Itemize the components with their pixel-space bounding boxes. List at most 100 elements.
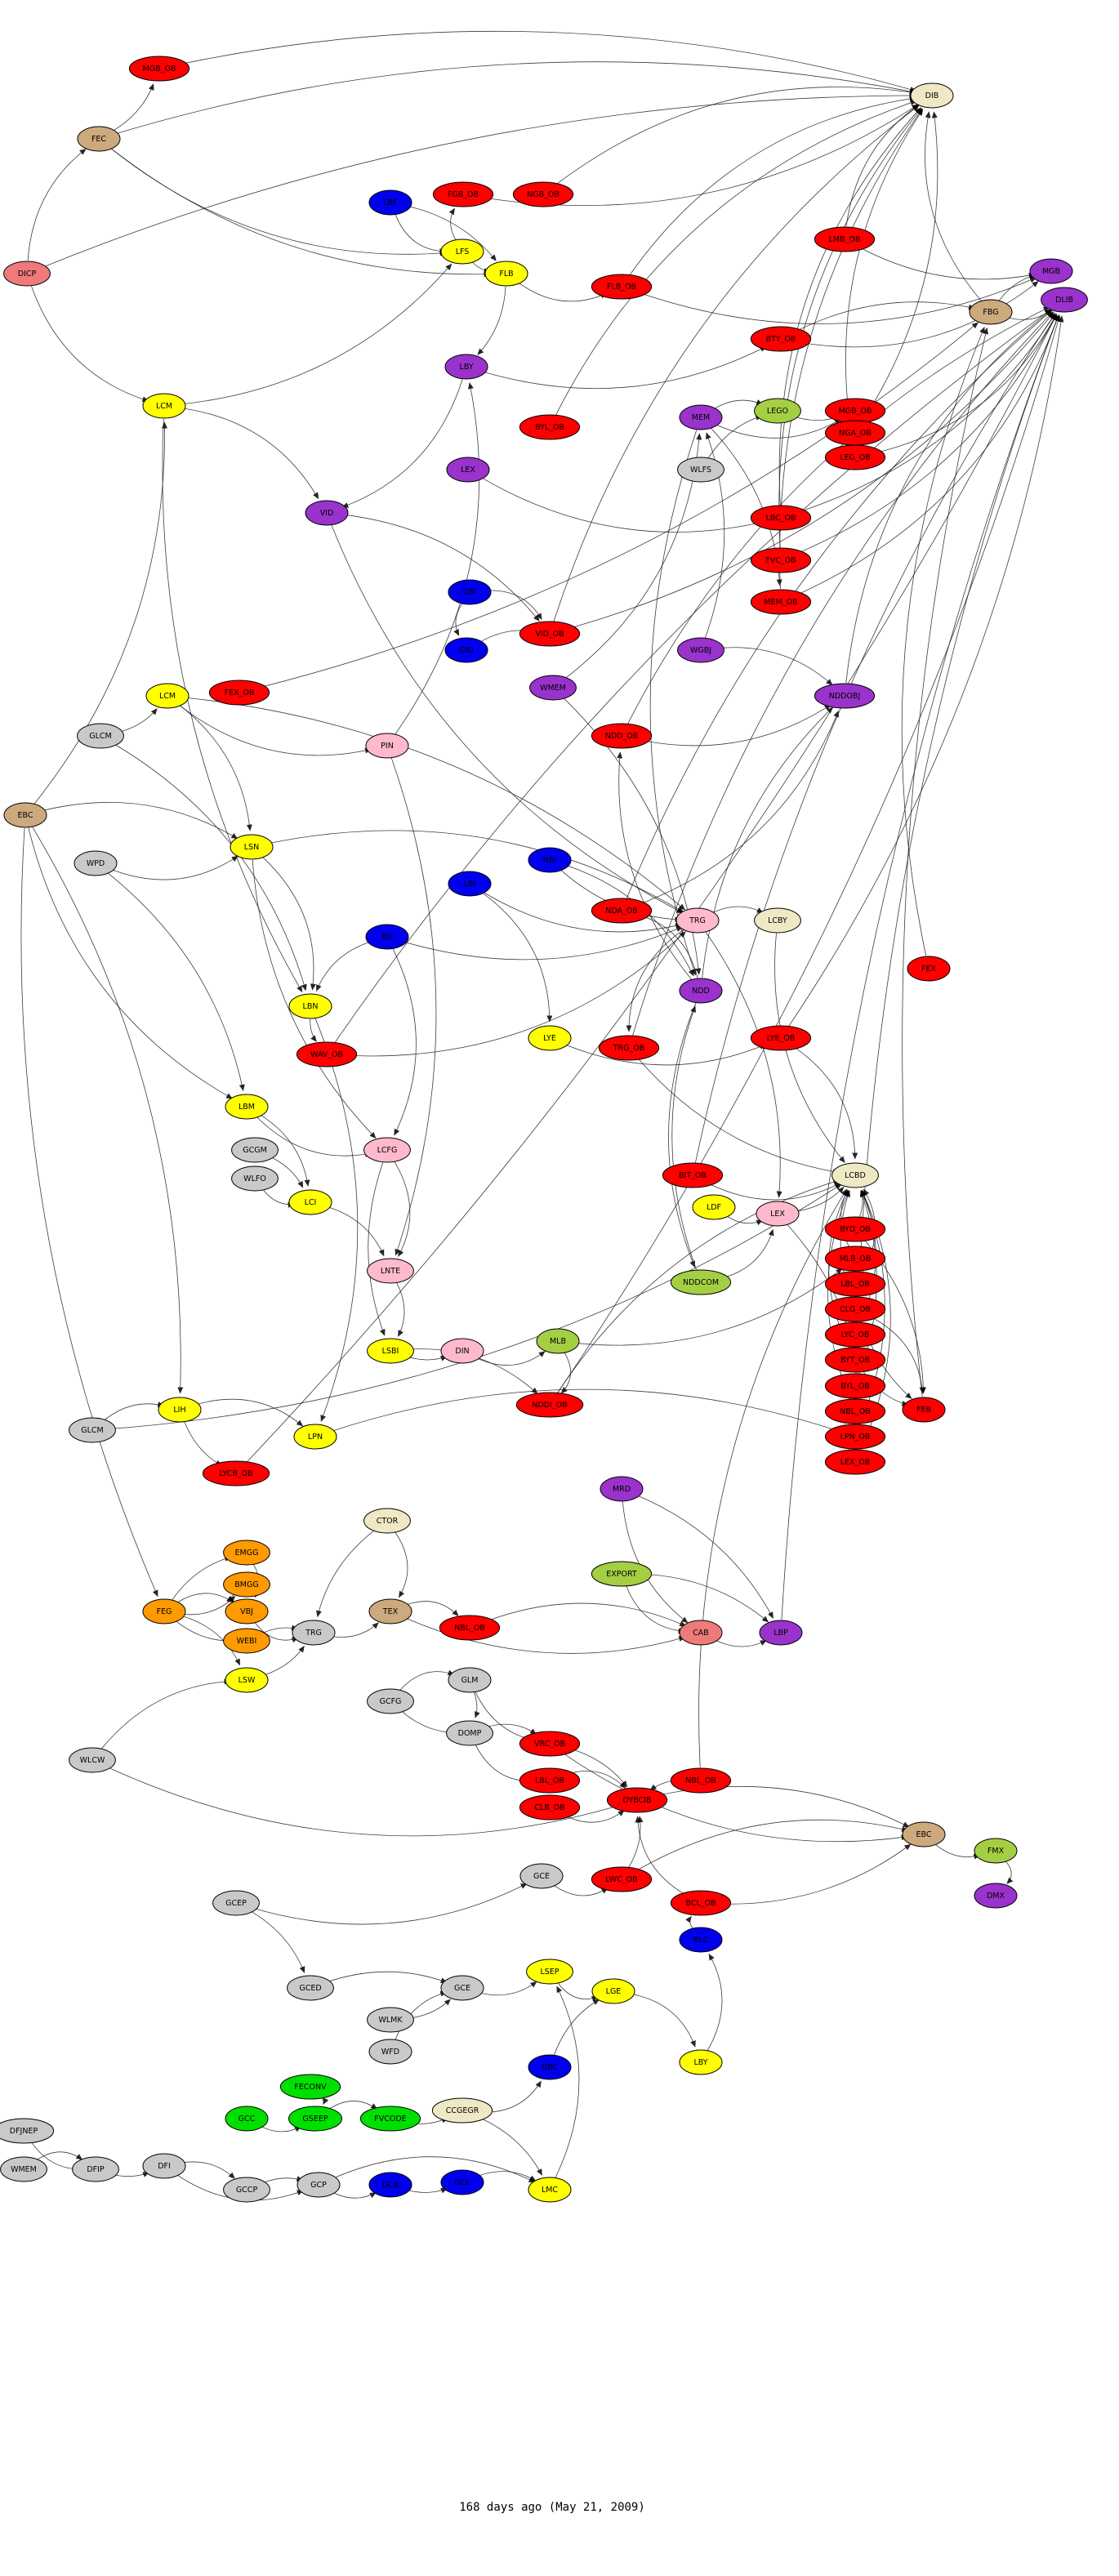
node-gced[interactable]: GCED [287,1975,334,2001]
node-lego[interactable]: LEGO [754,398,801,424]
node-lex_ob[interactable]: LEX_OB [824,1449,886,1475]
node-lbn[interactable]: LBN [288,993,332,1019]
node-byt_ob[interactable]: BYT_OB [824,1347,886,1373]
node-ngb_ob2[interactable]: NGA_OB [824,420,886,446]
node-flb[interactable]: FLB [484,261,528,287]
node-bil[interactable]: BIL [365,924,409,950]
node-gce1[interactable]: GCE [519,1863,564,1889]
node-fvc_ob[interactable]: FVC_OB [750,547,812,573]
node-mlb_ob[interactable]: MLB_OB [824,1246,886,1272]
node-vrc_ob[interactable]: VRC_OB [519,1731,581,1757]
node-lby_y[interactable]: LBY [679,2049,723,2075]
node-lcby[interactable]: LCBY [754,907,801,934]
node-tex[interactable]: TEX [368,1598,412,1624]
node-lcm2[interactable]: LCM [145,683,189,709]
node-fgb_ob[interactable]: FGB_OB [432,181,494,207]
node-lex_pink[interactable]: LEX [756,1201,800,1227]
node-fex_ob[interactable]: FEX_OB [208,680,270,706]
node-trg_pink[interactable]: TRG [675,907,720,934]
node-dfip[interactable]: DFIP [72,2156,119,2182]
node-lsn[interactable]: LSN [230,834,274,860]
node-lye_ob[interactable]: LYE_OB [750,1025,812,1051]
node-byl_ob[interactable]: BYL_OB [824,1373,886,1399]
node-gce2[interactable]: GCE [440,1975,484,2001]
node-lbl_ob2[interactable]: LBL_OB [519,1767,581,1794]
node-wmem2[interactable]: WMEM [0,2156,47,2182]
node-nbl_ob3[interactable]: NBL_OB [670,1767,732,1794]
node-ndd_ob[interactable]: NDD_OB [591,723,653,749]
node-feb[interactable]: FEB [902,1397,946,1423]
node-nbi[interactable]: NBI [528,847,572,873]
node-lpn[interactable]: LPN [293,1424,337,1450]
node-wav_ob[interactable]: WAV_OB [296,1041,358,1067]
node-bty_ob1[interactable]: BTY_OB [750,326,812,352]
node-bit_ob[interactable]: BIT_OB [662,1162,724,1188]
node-lmc[interactable]: LMC [528,2177,572,2203]
node-leg_ob[interactable]: LEG_OB [824,444,886,470]
node-nddcom[interactable]: NDDCOM [670,1269,732,1295]
node-gcp[interactable]: GCP [296,2172,341,2198]
node-glcm2[interactable]: GLCM [69,1417,116,1443]
node-lfs[interactable]: LFS [440,238,484,265]
node-emgg[interactable]: EMGG [223,1540,270,1566]
node-feg[interactable]: FEG [142,1598,186,1624]
node-nbl_ob2[interactable]: NBL_OB [439,1615,501,1641]
node-lnte[interactable]: LNTE [367,1258,414,1284]
node-mlb[interactable]: MLB [536,1328,580,1354]
node-gcgm[interactable]: GCGM [231,1137,279,1163]
node-nddi_ob[interactable]: NDDI_OB [515,1392,584,1418]
node-gccp[interactable]: GCCP [223,2177,270,2203]
node-lwc_ob[interactable]: LWC_OB [591,1866,653,1892]
node-wfd[interactable]: WFD [368,2039,412,2065]
node-ldf[interactable]: LDF [692,1194,736,1220]
node-wlfs[interactable]: WLFS [677,457,724,483]
node-lye[interactable]: LYE [528,1025,572,1051]
node-byl_ob2[interactable]: BYL_OB [519,414,581,440]
node-dlib[interactable]: DLIB [1041,287,1088,313]
node-lby_p[interactable]: LBY [444,354,488,380]
node-mgb_ob2[interactable]: MGB_OB [824,398,886,424]
node-wgbj[interactable]: WGBJ [677,637,724,663]
node-lex_p[interactable]: LEX [446,457,490,483]
node-fvcode[interactable]: FVCODE [359,2106,421,2132]
node-lsw[interactable]: LSW [225,1667,269,1693]
node-ngb_ob1[interactable]: NGB_OB [512,181,574,207]
node-fmx[interactable]: FMX [974,1838,1018,1864]
node-dicp[interactable]: DICP [3,261,51,287]
node-flb_ob[interactable]: FLB_OB [591,274,653,300]
node-mrd[interactable]: MRD [600,1476,644,1502]
node-dybcib[interactable]: DYBCIB [606,1787,668,1813]
node-lcbd[interactable]: LCBD [831,1162,879,1188]
node-gid[interactable]: GID [444,637,488,663]
node-fbg[interactable]: FBG [969,299,1013,325]
node-mem_ob[interactable]: MEM_OB [750,589,812,615]
node-export[interactable]: EXPORT [591,1561,653,1587]
node-lycb_ob[interactable]: LYCB_OB [202,1460,270,1486]
node-lci[interactable]: LCI [288,1189,332,1215]
node-wlfo[interactable]: WLFO [231,1165,279,1192]
node-fex1[interactable]: FEX [907,956,951,982]
node-gbi[interactable]: GBI [448,579,492,605]
node-ccgegr[interactable]: CCGEGR [431,2097,493,2124]
node-bmgg[interactable]: BMGG [223,1571,270,1598]
node-gcb[interactable]: GCB [368,2172,412,2198]
node-lge[interactable]: LGE [591,1978,635,2004]
node-pin[interactable]: PIN [365,733,409,759]
node-lpn_ob[interactable]: LPN_OB [824,1424,886,1450]
node-webi[interactable]: WEBI [223,1628,270,1654]
node-ebc2[interactable]: EBC [902,1821,946,1847]
node-clb_ob[interactable]: CLB_OB [519,1794,581,1821]
node-lsep[interactable]: LSEP [526,1959,573,1985]
node-nddobj[interactable]: NDDOBJ [814,683,876,709]
node-blc[interactable]: BLC [679,1927,723,1953]
node-wpd[interactable]: WPD [74,850,118,876]
node-lyc_ob[interactable]: LYC_OB [824,1321,886,1348]
node-lbp[interactable]: LBP [759,1620,803,1646]
node-gseep[interactable]: GSEEP [288,2106,342,2132]
node-lih[interactable]: LIH [158,1397,202,1423]
node-dib[interactable]: DIB [910,82,954,109]
node-glm[interactable]: GLM [448,1667,492,1693]
node-dmx[interactable]: DMX [974,1883,1018,1909]
node-vid_ob[interactable]: VID_OB [519,621,581,647]
node-mem[interactable]: MEM [679,404,723,430]
